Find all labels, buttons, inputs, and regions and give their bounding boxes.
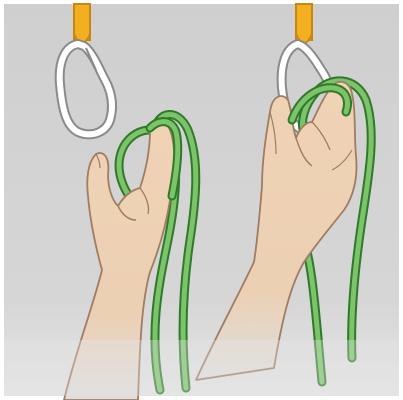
- sling-left: [74, 4, 90, 43]
- bottom-haze: [4, 340, 399, 396]
- sling-right: [296, 4, 312, 43]
